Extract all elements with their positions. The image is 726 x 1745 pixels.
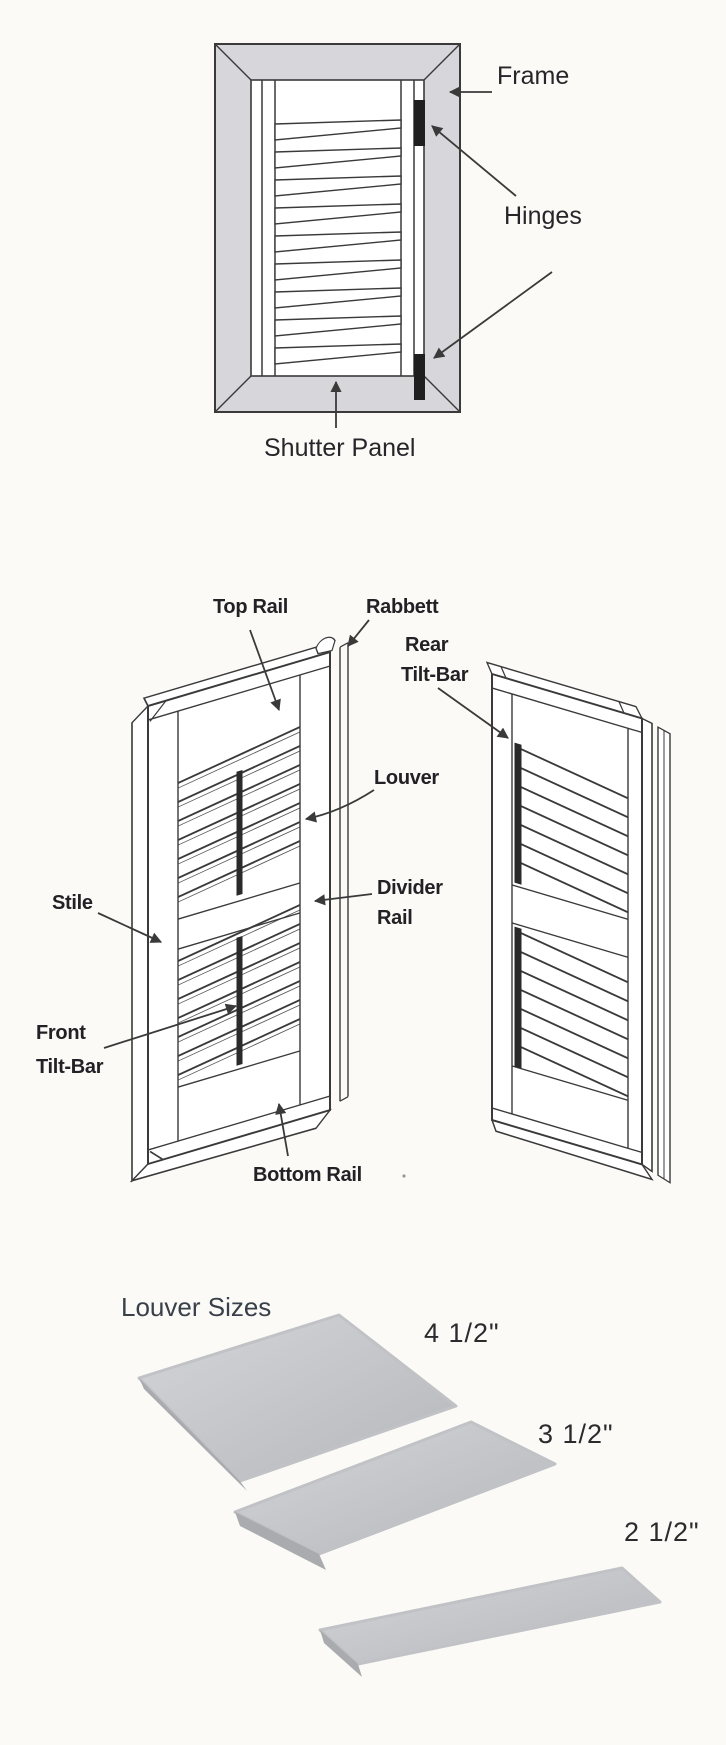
front-tilt-bar-label-line1: Front xyxy=(36,1022,86,1044)
rabbet-notch xyxy=(315,636,336,655)
panel-front-side-face xyxy=(131,704,149,1183)
panel-front-face xyxy=(147,650,331,1166)
panel-front-view xyxy=(129,636,349,1183)
figure-louver-sizes: Louver Sizes 4 1/2" 3 1/2" 2 1/2" xyxy=(121,1292,700,1677)
louver-size-samples xyxy=(137,1313,662,1677)
frame-mitre-joints xyxy=(214,43,461,413)
louver-slat-3-5-edge xyxy=(235,1512,326,1570)
divider-rail-label-line1: Divider xyxy=(377,877,443,899)
bottom-rail-arrow xyxy=(275,1102,289,1157)
rabbett-label: Rabbett xyxy=(366,596,439,618)
rabbet-strip xyxy=(339,642,349,1102)
front-tilt-bar-label-line2: Tilt-Bar xyxy=(36,1056,104,1078)
shutter-panel-louvers xyxy=(274,119,402,365)
louver-sizes-title: Louver Sizes xyxy=(121,1292,271,1322)
frame-label: Frame xyxy=(497,62,569,90)
rear-tilt-bar-label-line1: Rear xyxy=(405,634,449,656)
panel-rear-face xyxy=(491,672,643,1166)
hinges-label: Hinges xyxy=(504,202,582,230)
hinge-top xyxy=(414,100,425,146)
stile-label: Stile xyxy=(52,892,93,914)
louver-label: Louver xyxy=(374,767,439,789)
panel-rear-side-face xyxy=(641,717,653,1173)
top-rail-label: Top Rail xyxy=(213,596,288,618)
louver-slat-4-5 xyxy=(137,1313,458,1483)
louver-arrow xyxy=(304,789,375,823)
panel-rear-louvers xyxy=(517,746,629,1098)
rear-tilt-bar-label-line2: Tilt-Bar xyxy=(401,664,469,686)
top-rail-arrow xyxy=(249,629,281,712)
louver-size-label-2-5: 2 1/2" xyxy=(624,1517,700,1547)
figure-panel-parts: Top Rail Rabbett Rear Tilt-Bar Louver Di… xyxy=(36,596,671,1186)
louver-size-label-4-5: 4 1/2" xyxy=(424,1318,500,1348)
divider-rail-label-line2: Rail xyxy=(377,907,412,929)
louver-slat-4-5-edge xyxy=(139,1378,247,1491)
stile-arrow xyxy=(97,912,163,943)
rear-tilt-bar-arrow xyxy=(437,687,509,739)
figure-shutter-in-frame: Frame Hinges Shutter Panel xyxy=(214,43,582,462)
front-tilt-bar-arrow xyxy=(103,1003,238,1049)
divider-rail-arrow xyxy=(313,893,373,906)
louver-slat-2-5 xyxy=(318,1566,662,1666)
hinges-arrow-bottom xyxy=(433,271,553,359)
louver-size-label-3-5: 3 1/2" xyxy=(538,1419,614,1449)
shutter-panel-label: Shutter Panel xyxy=(264,434,416,462)
louver-slat-2-5-edge xyxy=(320,1630,362,1677)
hinges-arrow-top xyxy=(431,125,517,197)
scan-speck xyxy=(402,1174,406,1178)
panel-rear-view xyxy=(485,661,671,1184)
rabbett-arrow xyxy=(347,619,370,647)
bottom-rail-label: Bottom Rail xyxy=(253,1164,362,1186)
hinge-bottom xyxy=(414,354,425,400)
